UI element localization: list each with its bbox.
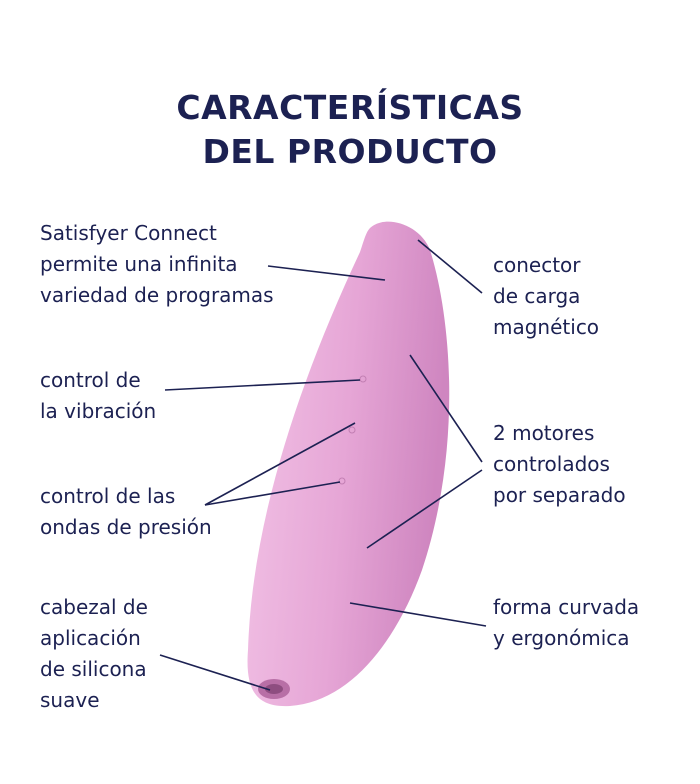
title-line-2: DEL PRODUCTO — [202, 132, 498, 171]
feature-text: ondas de presión — [40, 515, 212, 539]
feature-text: de carga — [493, 284, 581, 308]
feature-text: Satisfyer Connect — [40, 221, 217, 245]
feature-text: y ergonómica — [493, 626, 630, 650]
product-body — [247, 221, 450, 707]
feature-text: control de las — [40, 484, 176, 508]
feature-pressure-waves-control: control de las ondas de presión — [40, 481, 212, 543]
feature-silicone-head: cabezal de aplicación de silicona suave — [40, 592, 148, 716]
feature-text: control de — [40, 368, 141, 392]
page-title: CARACTERÍSTICAS DEL PRODUCTO — [0, 86, 700, 174]
feature-text: la vibración — [40, 399, 157, 423]
feature-text: 2 motores — [493, 421, 595, 445]
feature-text: forma curvada — [493, 595, 640, 619]
pressure-button-2 — [338, 477, 346, 485]
feature-text: variedad de programas — [40, 283, 274, 307]
feature-text: magnético — [493, 315, 600, 339]
feature-ergonomic-shape: forma curvada y ergonómica — [493, 592, 639, 654]
pressure-button-1 — [348, 426, 356, 434]
feature-text: cabezal de — [40, 595, 148, 619]
feature-magnetic-charger: conector de carga magnético — [493, 250, 599, 343]
feature-text: conector — [493, 253, 581, 277]
title-line-1: CARACTERÍSTICAS — [176, 88, 524, 127]
feature-text: permite una infinita — [40, 252, 238, 276]
callout-lines — [159, 239, 487, 691]
feature-two-motors: 2 motores controlados por separado — [493, 418, 626, 511]
feature-text: controlados — [493, 452, 610, 476]
feature-text: de silicona — [40, 657, 147, 681]
feature-text: suave — [40, 688, 100, 712]
feature-text: aplicación — [40, 626, 141, 650]
feature-satisfyer-connect: Satisfyer Connect permite una infinita v… — [40, 218, 274, 311]
feature-vibration-control: control de la vibración — [40, 365, 156, 427]
vibration-button — [359, 375, 367, 383]
feature-text: por separado — [493, 483, 626, 507]
